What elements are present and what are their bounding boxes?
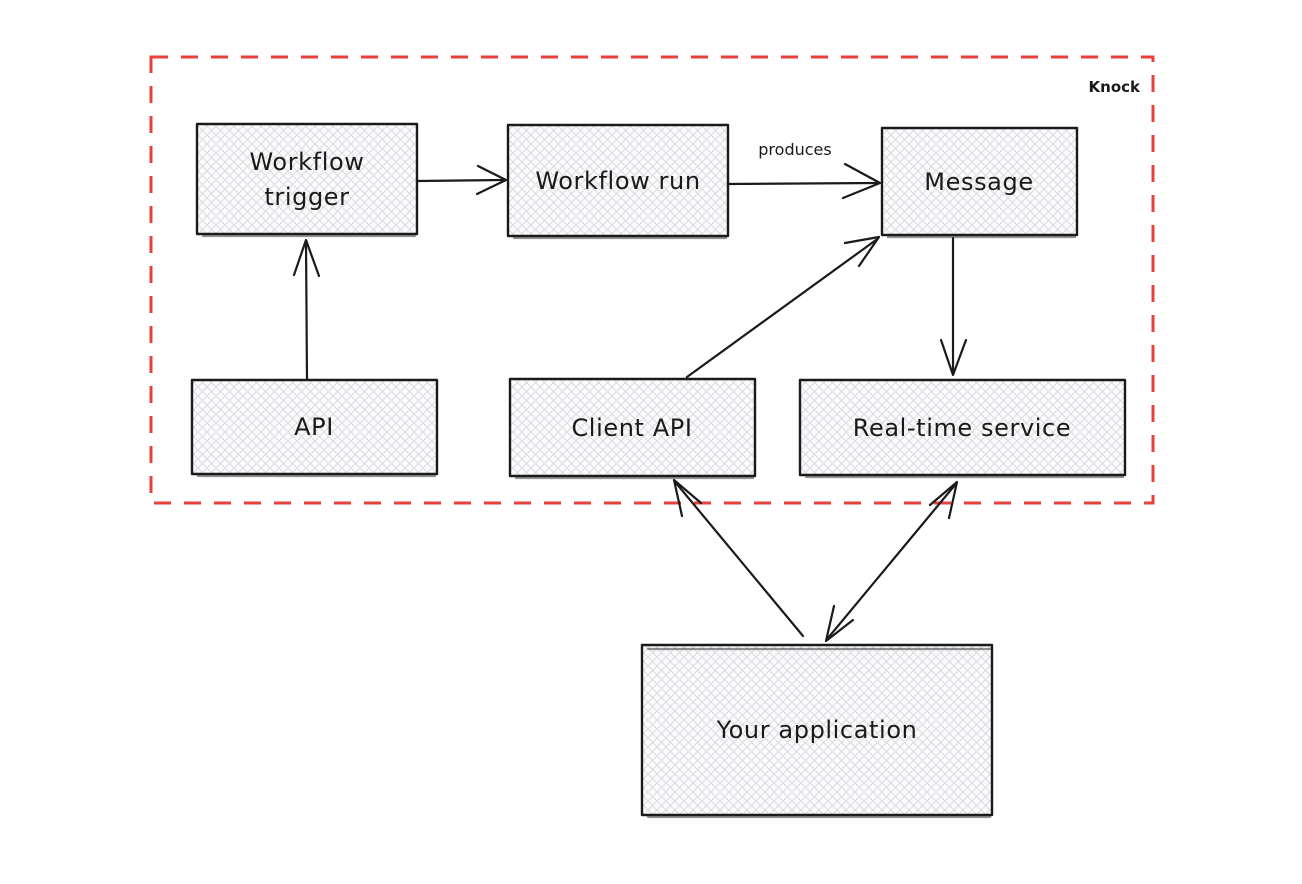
edge-line <box>727 181 880 186</box>
node-api[interactable]: API <box>190 378 439 478</box>
node-label: Client API <box>571 414 692 442</box>
edge-line <box>304 241 309 381</box>
arrow-head-icon <box>292 238 321 278</box>
node-label: API <box>294 413 334 441</box>
node-label: Real-time service <box>853 414 1071 442</box>
edge-run-to-message: produces <box>727 140 882 200</box>
node-rect <box>195 122 419 236</box>
edge-line <box>826 483 957 640</box>
arrow-head-icon <box>841 162 882 200</box>
node-client-api[interactable]: Client API <box>508 377 757 480</box>
arrow-head-icon <box>843 235 881 268</box>
edge-your-application-to-client-api <box>672 478 805 638</box>
node-workflow-run[interactable]: Workflow run <box>506 123 730 240</box>
node-rect <box>880 126 1079 237</box>
node-rect <box>798 378 1127 477</box>
edge-label-produces: produces <box>758 140 831 159</box>
node-workflow-trigger[interactable]: Workflow trigger <box>195 122 419 238</box>
edge-api-to-trigger <box>292 238 321 381</box>
knock-boundary-label: Knock <box>1089 78 1141 96</box>
arrow-head-icon <box>939 338 968 377</box>
node-label: Your application <box>716 716 918 744</box>
node-rect <box>190 378 439 476</box>
arrow-head-icon <box>928 480 959 520</box>
node-label-line-1: Workflow <box>249 148 364 176</box>
edge-line <box>416 178 505 183</box>
arrow-head-icon <box>824 604 855 643</box>
node-label: Message <box>924 168 1033 196</box>
knock-boundary-rect <box>149 55 1155 505</box>
edge-line <box>674 481 805 638</box>
edge-your-application-real-time-service <box>824 480 959 643</box>
node-message[interactable]: Message <box>880 126 1079 239</box>
edge-line <box>685 238 878 379</box>
edge-message-to-real-time-service <box>939 236 968 377</box>
node-label-line-2: trigger <box>264 183 349 211</box>
arrow-head-icon <box>672 478 703 518</box>
knock-boundary: Knock <box>149 55 1155 505</box>
node-rect <box>508 377 757 478</box>
node-your-application[interactable]: Your application <box>640 643 994 819</box>
edge-trigger-to-run <box>416 164 508 196</box>
edge-client-api-to-message <box>685 235 881 379</box>
node-rect <box>506 123 730 238</box>
node-rect <box>640 643 994 817</box>
node-real-time-service[interactable]: Real-time service <box>798 378 1127 479</box>
node-label: Workflow run <box>535 167 700 195</box>
arrow-head-icon <box>475 164 508 196</box>
